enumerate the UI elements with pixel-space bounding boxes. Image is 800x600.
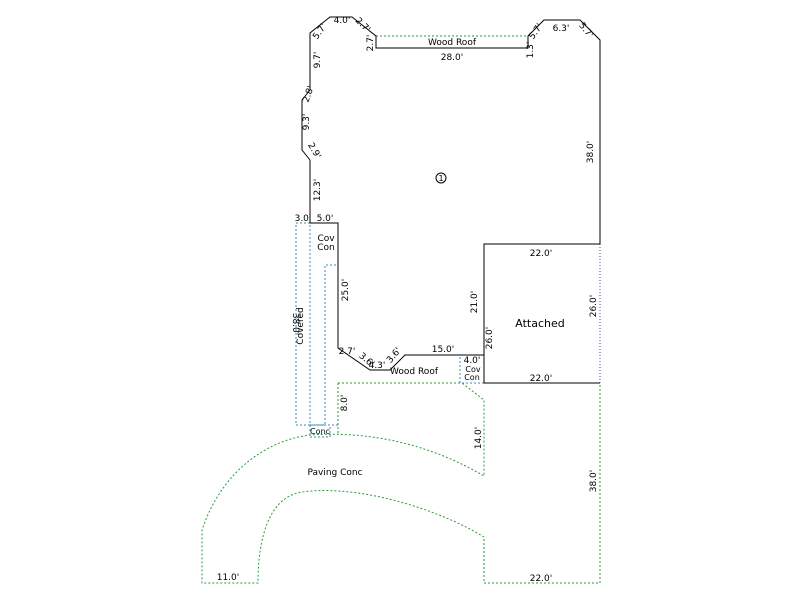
dim-25-0: 25.0' (341, 279, 351, 302)
dim-22-0-attached-bottom: 22.0' (530, 374, 553, 384)
dim-14-0: 14.0' (474, 427, 484, 450)
main-id-label: 1 (438, 174, 443, 183)
wood-roof-bottom-label: Wood Roof (390, 367, 439, 377)
dim-2-7-step: 2.7' (366, 35, 376, 52)
dim-38-0-right: 38.0' (586, 141, 596, 164)
covered-area (295, 222, 485, 438)
dim-2-7-topleft: 2.7' (353, 16, 372, 35)
main-id-marker: 1 (435, 172, 447, 184)
main-dwelling-outline (301, 16, 601, 371)
dim-2-7-bottom: 2.7' (339, 347, 356, 357)
wood-roof-top-label: Wood Roof (428, 38, 477, 48)
dim-9-3: 9.3' (302, 114, 312, 131)
dim-26-0-left: 26.0' (485, 327, 495, 350)
dim-22-0-paving-bottom: 22.0' (530, 574, 553, 584)
dim-4-3: 4.3' (369, 361, 386, 371)
attached-label: Attached (515, 317, 564, 330)
conc-small-label: Conc (310, 427, 330, 436)
cov-con-lower-label-1: Cov (465, 365, 480, 374)
attached-area (483, 244, 601, 384)
dim-28-0: 28.0' (441, 53, 464, 63)
dim-26-0-right: 26.0' (589, 295, 599, 318)
dim-38-0-paving: 38.0' (589, 470, 599, 493)
dim-2-8: 2.8' (302, 85, 317, 104)
dim-3-0: 3.0' (295, 214, 312, 224)
dim-5-0: 5.0' (317, 214, 334, 224)
cov-con-upper-label-2: Con (317, 243, 335, 253)
dim-6-3: 6.3' (553, 24, 570, 34)
dim-1-3: 1.3' (526, 42, 536, 59)
cov-con-upper-label-1: Cov (317, 234, 335, 244)
covered-label: Covered (296, 307, 306, 344)
dim-5-7-rt-b: 5.7' (576, 21, 594, 40)
dim-22-0-attached-top: 22.0' (530, 249, 553, 259)
dim-38-0-covered: 38.0' (290, 313, 300, 336)
cov-con-lower-label-2: Con (464, 373, 480, 382)
dim-11-0: 11.0' (217, 573, 240, 583)
dim-8-0: 8.0' (340, 395, 350, 412)
dim-9-7: 9.7' (313, 52, 323, 69)
dim-4-0-lower: 4.0' (464, 356, 481, 366)
paving-label: Paving Conc (307, 468, 362, 478)
dim-12-3: 12.3' (313, 179, 323, 202)
paving-area (201, 382, 601, 584)
dim-5-7-left: 5.7' (311, 22, 329, 41)
dim-15-0: 15.0' (432, 345, 455, 355)
dim-21-0: 21.0' (470, 291, 480, 314)
dim-3-6-b: 3.6' (385, 346, 403, 365)
dim-5-7-rt-a: 5.7' (527, 22, 545, 41)
dim-4-0-top: 4.0' (334, 16, 351, 26)
